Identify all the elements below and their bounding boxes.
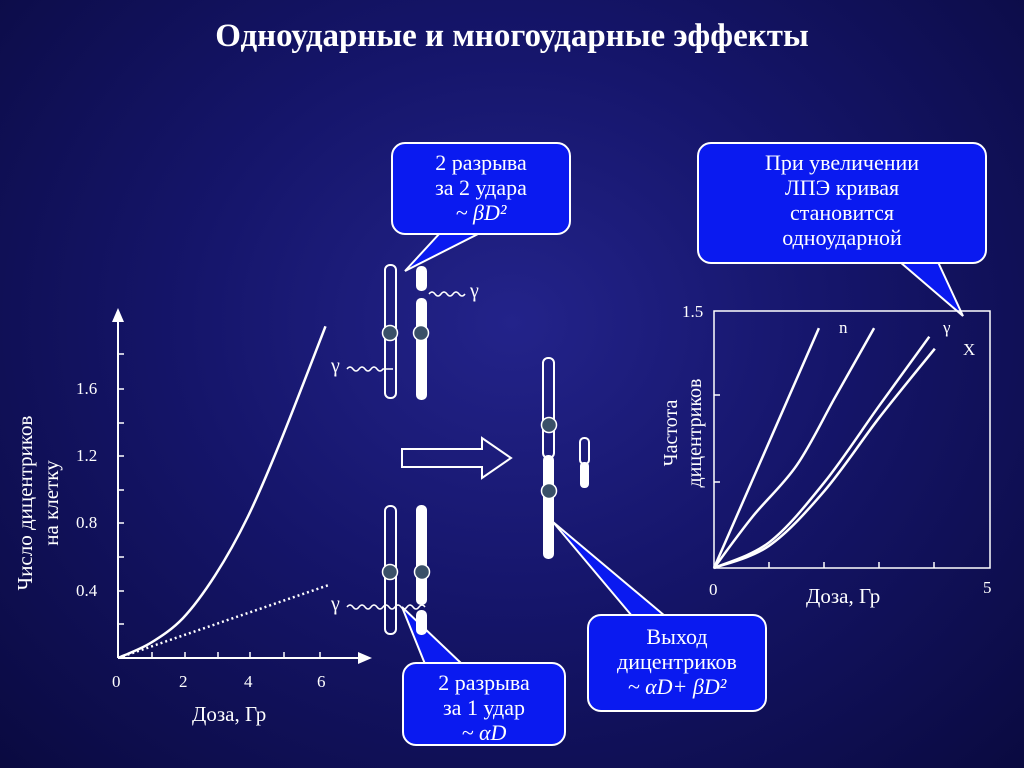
y-axis-title: Число дицентриков на клетку — [12, 358, 64, 648]
left-chart-axes — [112, 308, 372, 664]
callout-text: за 2 удара — [435, 175, 527, 200]
gamma-label: γ — [470, 280, 479, 302]
y-axis-title: Частота дицентриков — [659, 358, 707, 508]
x-axis-title: Доза, Гр — [806, 584, 881, 608]
callout-formula: ~ αD — [461, 720, 507, 745]
callout-text: При увеличении — [764, 150, 920, 175]
centromere-dot — [540, 482, 558, 500]
callout-let-curve: При увеличении ЛПЭ кривая становится одн… — [697, 142, 987, 264]
chromosome-solid-upper — [416, 266, 427, 291]
callout-text: одноударной — [782, 225, 902, 250]
callout-text: за 1 удар — [442, 695, 526, 720]
callout-two-hits: 2 разрыва за 2 удара ~ βD² — [391, 142, 571, 235]
chromosome-pair-bottom — [346, 505, 431, 635]
y-axis-title-line: дицентриков — [684, 378, 706, 488]
callout-text: 2 разрыва — [435, 150, 527, 175]
right-series-line-2 — [713, 335, 931, 570]
acentric-fragment-solid — [580, 462, 589, 488]
callout-text: дицентриков — [617, 649, 737, 674]
callout-text: Выход — [646, 624, 708, 649]
y-tick-label: 1.2 — [76, 446, 98, 465]
x-axis-title: Доза, Гр — [192, 702, 267, 726]
chromosome-solid — [543, 455, 554, 559]
right-series-line-3 — [713, 347, 936, 570]
transform-arrow — [401, 436, 513, 480]
gamma-label: γ — [331, 593, 340, 615]
y-tick-label: 1.6 — [76, 379, 98, 398]
series-label-gamma: γ — [943, 318, 951, 337]
left-series-line-0 — [117, 325, 327, 660]
chromosome-outline — [542, 357, 555, 459]
x-tick-label: 4 — [244, 672, 253, 691]
callout-text: становится — [789, 200, 895, 225]
callout-dicentric-yield: Выход дицентриков ~ αD+ βD² — [587, 614, 767, 712]
slide-title: Одноударные и многоударные эффекты — [215, 18, 809, 54]
series-label-n: n — [839, 318, 848, 337]
callout-bottom-tail — [401, 606, 465, 665]
gamma-ray-wave — [346, 366, 393, 372]
callout-yield-tail — [552, 521, 668, 617]
callout-one-hit: 2 разрыва за 1 удар ~ αD — [402, 662, 566, 746]
chromosome-pair-top — [346, 264, 466, 400]
x-tick-label: 0 — [112, 672, 121, 691]
x-tick-label: 2 — [179, 672, 188, 691]
left-series-line-1 — [117, 583, 330, 660]
callout-text: 2 разрыва — [438, 670, 530, 695]
right-series-line-1 — [712, 327, 876, 569]
callout-formula: ~ αD+ βD² — [627, 674, 727, 699]
right-chart-frame — [713, 310, 991, 569]
acentric-fragment-outline — [579, 437, 590, 465]
y-axis-title-line: Число дицентриков — [13, 415, 37, 591]
y-axis-title-line: на клетку — [39, 460, 63, 546]
chromosome-solid-lower — [416, 610, 427, 635]
chromosome-solid-lower — [416, 298, 427, 400]
x-tick-label: 6 — [317, 672, 326, 691]
x-tick-label: 0 — [709, 580, 718, 599]
series-label-x: X — [963, 340, 976, 359]
gamma-ray-wave — [428, 291, 466, 297]
gamma-label: γ — [331, 355, 340, 377]
centromere-dot — [412, 324, 430, 342]
dicentric-chromosome — [540, 357, 590, 559]
callout-text: ЛПЭ кривая — [784, 175, 900, 200]
centromere-dot — [381, 563, 399, 581]
gamma-ray-wave — [346, 604, 426, 610]
callout-top-tail — [404, 232, 481, 272]
y-tick-label: 0.8 — [76, 513, 98, 532]
callout-formula: ~ βD² — [455, 200, 507, 225]
centromere-dot — [413, 563, 431, 581]
callout-let-tail — [897, 261, 964, 317]
centromere-dot — [381, 324, 399, 342]
centromere-dot — [540, 416, 558, 434]
y-tick-label: 0.4 — [76, 581, 98, 600]
y-axis-title-line: Частота — [660, 399, 682, 467]
y-tick-label: 1.5 — [682, 302, 704, 321]
right-series-line-0 — [712, 327, 821, 569]
x-tick-label: 5 — [983, 578, 992, 597]
chromosome-solid-upper — [416, 505, 427, 605]
